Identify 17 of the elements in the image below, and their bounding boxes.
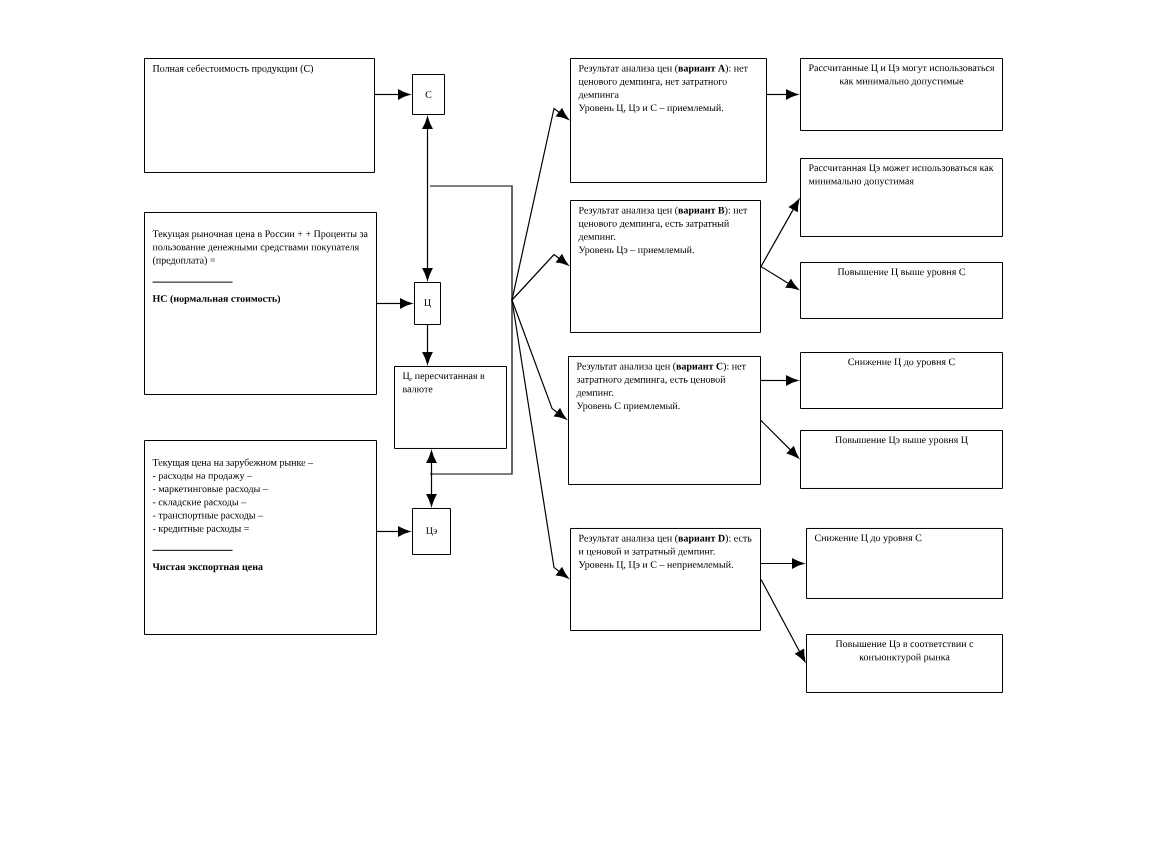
arrow [511, 107, 569, 301]
arrow [376, 526, 411, 537]
arrow [511, 299, 569, 579]
arrow [760, 578, 806, 662]
arrow [760, 198, 800, 268]
arrow [511, 253, 569, 301]
arrow [422, 324, 433, 365]
arrow [760, 375, 799, 386]
arrow [760, 265, 799, 290]
arrow [511, 299, 567, 420]
arrow [760, 419, 799, 459]
arrow [376, 298, 413, 309]
arrow [426, 450, 437, 507]
arrow [374, 89, 411, 100]
arrow [760, 558, 805, 569]
arrow [766, 89, 799, 100]
arrow [422, 116, 433, 281]
